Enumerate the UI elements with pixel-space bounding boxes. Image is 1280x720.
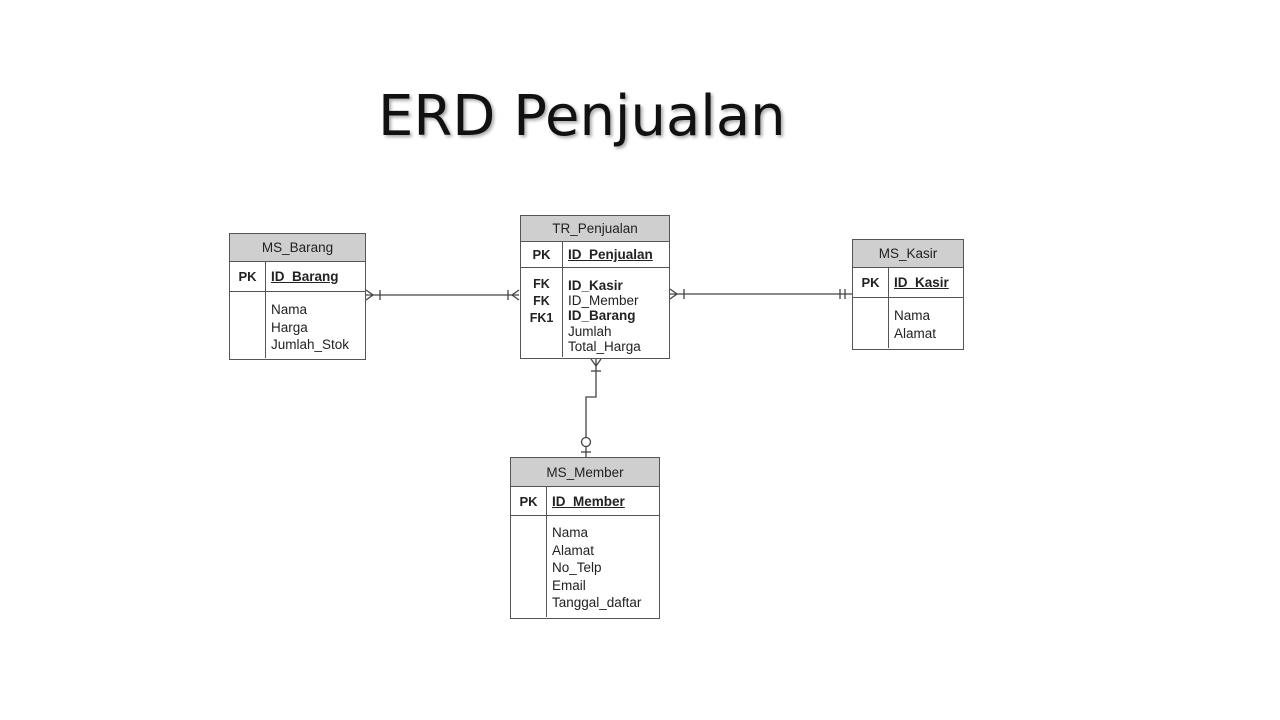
- attribute-field: Alamat: [552, 542, 595, 558]
- foreign-key-field: ID_Barang: [568, 308, 636, 324]
- attribute-field: Nama: [552, 525, 589, 540]
- crow-foot-penjualan-right: [669, 288, 679, 300]
- attribute-field: Nama: [894, 308, 931, 323]
- pk-label: PK: [511, 487, 547, 515]
- entity-header: TR_Penjualan: [521, 216, 669, 242]
- page-title: ERD Penjualan: [378, 84, 786, 149]
- attribute-field: Tanggal_daftar: [552, 595, 642, 610]
- zero-mark-member: [580, 436, 592, 448]
- fk-label: FK: [533, 277, 550, 291]
- entity-header: MS_Kasir: [853, 240, 963, 268]
- relation-penjualan-member: [585, 359, 597, 458]
- entity-header: MS_Member: [511, 458, 659, 487]
- attribute-field: Harga: [271, 319, 308, 335]
- attribute-field: Jumlah: [568, 323, 612, 339]
- entity-tr-penjualan: TR_Penjualan PK ID_Penjualan FK FK FK1 I…: [520, 215, 670, 359]
- foreign-key-field: ID_Kasir: [568, 278, 623, 293]
- attribute-field: Jumlah_Stok: [271, 337, 350, 352]
- pk-label: PK: [521, 242, 563, 267]
- entity-header: MS_Barang: [230, 234, 365, 262]
- crow-foot-penjualan-left: [510, 289, 520, 301]
- entity-ms-barang: MS_Barang PK ID_Barang Nama Harga Jumlah…: [229, 233, 366, 360]
- fk-label: FK: [533, 294, 550, 308]
- entity-ms-kasir: MS_Kasir PK ID_Kasir Nama Alamat: [852, 239, 964, 350]
- attribute-field: No_Telp: [552, 560, 602, 575]
- pk-label: PK: [853, 268, 889, 297]
- foreign-key-field: ID_Member: [568, 293, 639, 309]
- attribute-field: Total_Harga: [568, 338, 641, 354]
- crow-foot-barang: [365, 289, 375, 301]
- pk-label: PK: [230, 262, 266, 291]
- primary-key-field: ID_Member: [552, 493, 625, 509]
- primary-key-field: ID_Penjualan: [568, 247, 653, 262]
- attribute-field: Alamat: [894, 325, 937, 341]
- attribute-field: Email: [552, 577, 586, 593]
- attribute-field: Nama: [271, 302, 308, 317]
- primary-key-field: ID_Kasir: [894, 275, 949, 290]
- primary-key-field: ID_Barang: [271, 269, 339, 284]
- entity-ms-member: MS_Member PK ID_Member Nama Alamat No_Te…: [510, 457, 660, 619]
- fk-label: FK1: [529, 311, 554, 325]
- crow-foot-penjualan-bottom: [590, 358, 602, 368]
